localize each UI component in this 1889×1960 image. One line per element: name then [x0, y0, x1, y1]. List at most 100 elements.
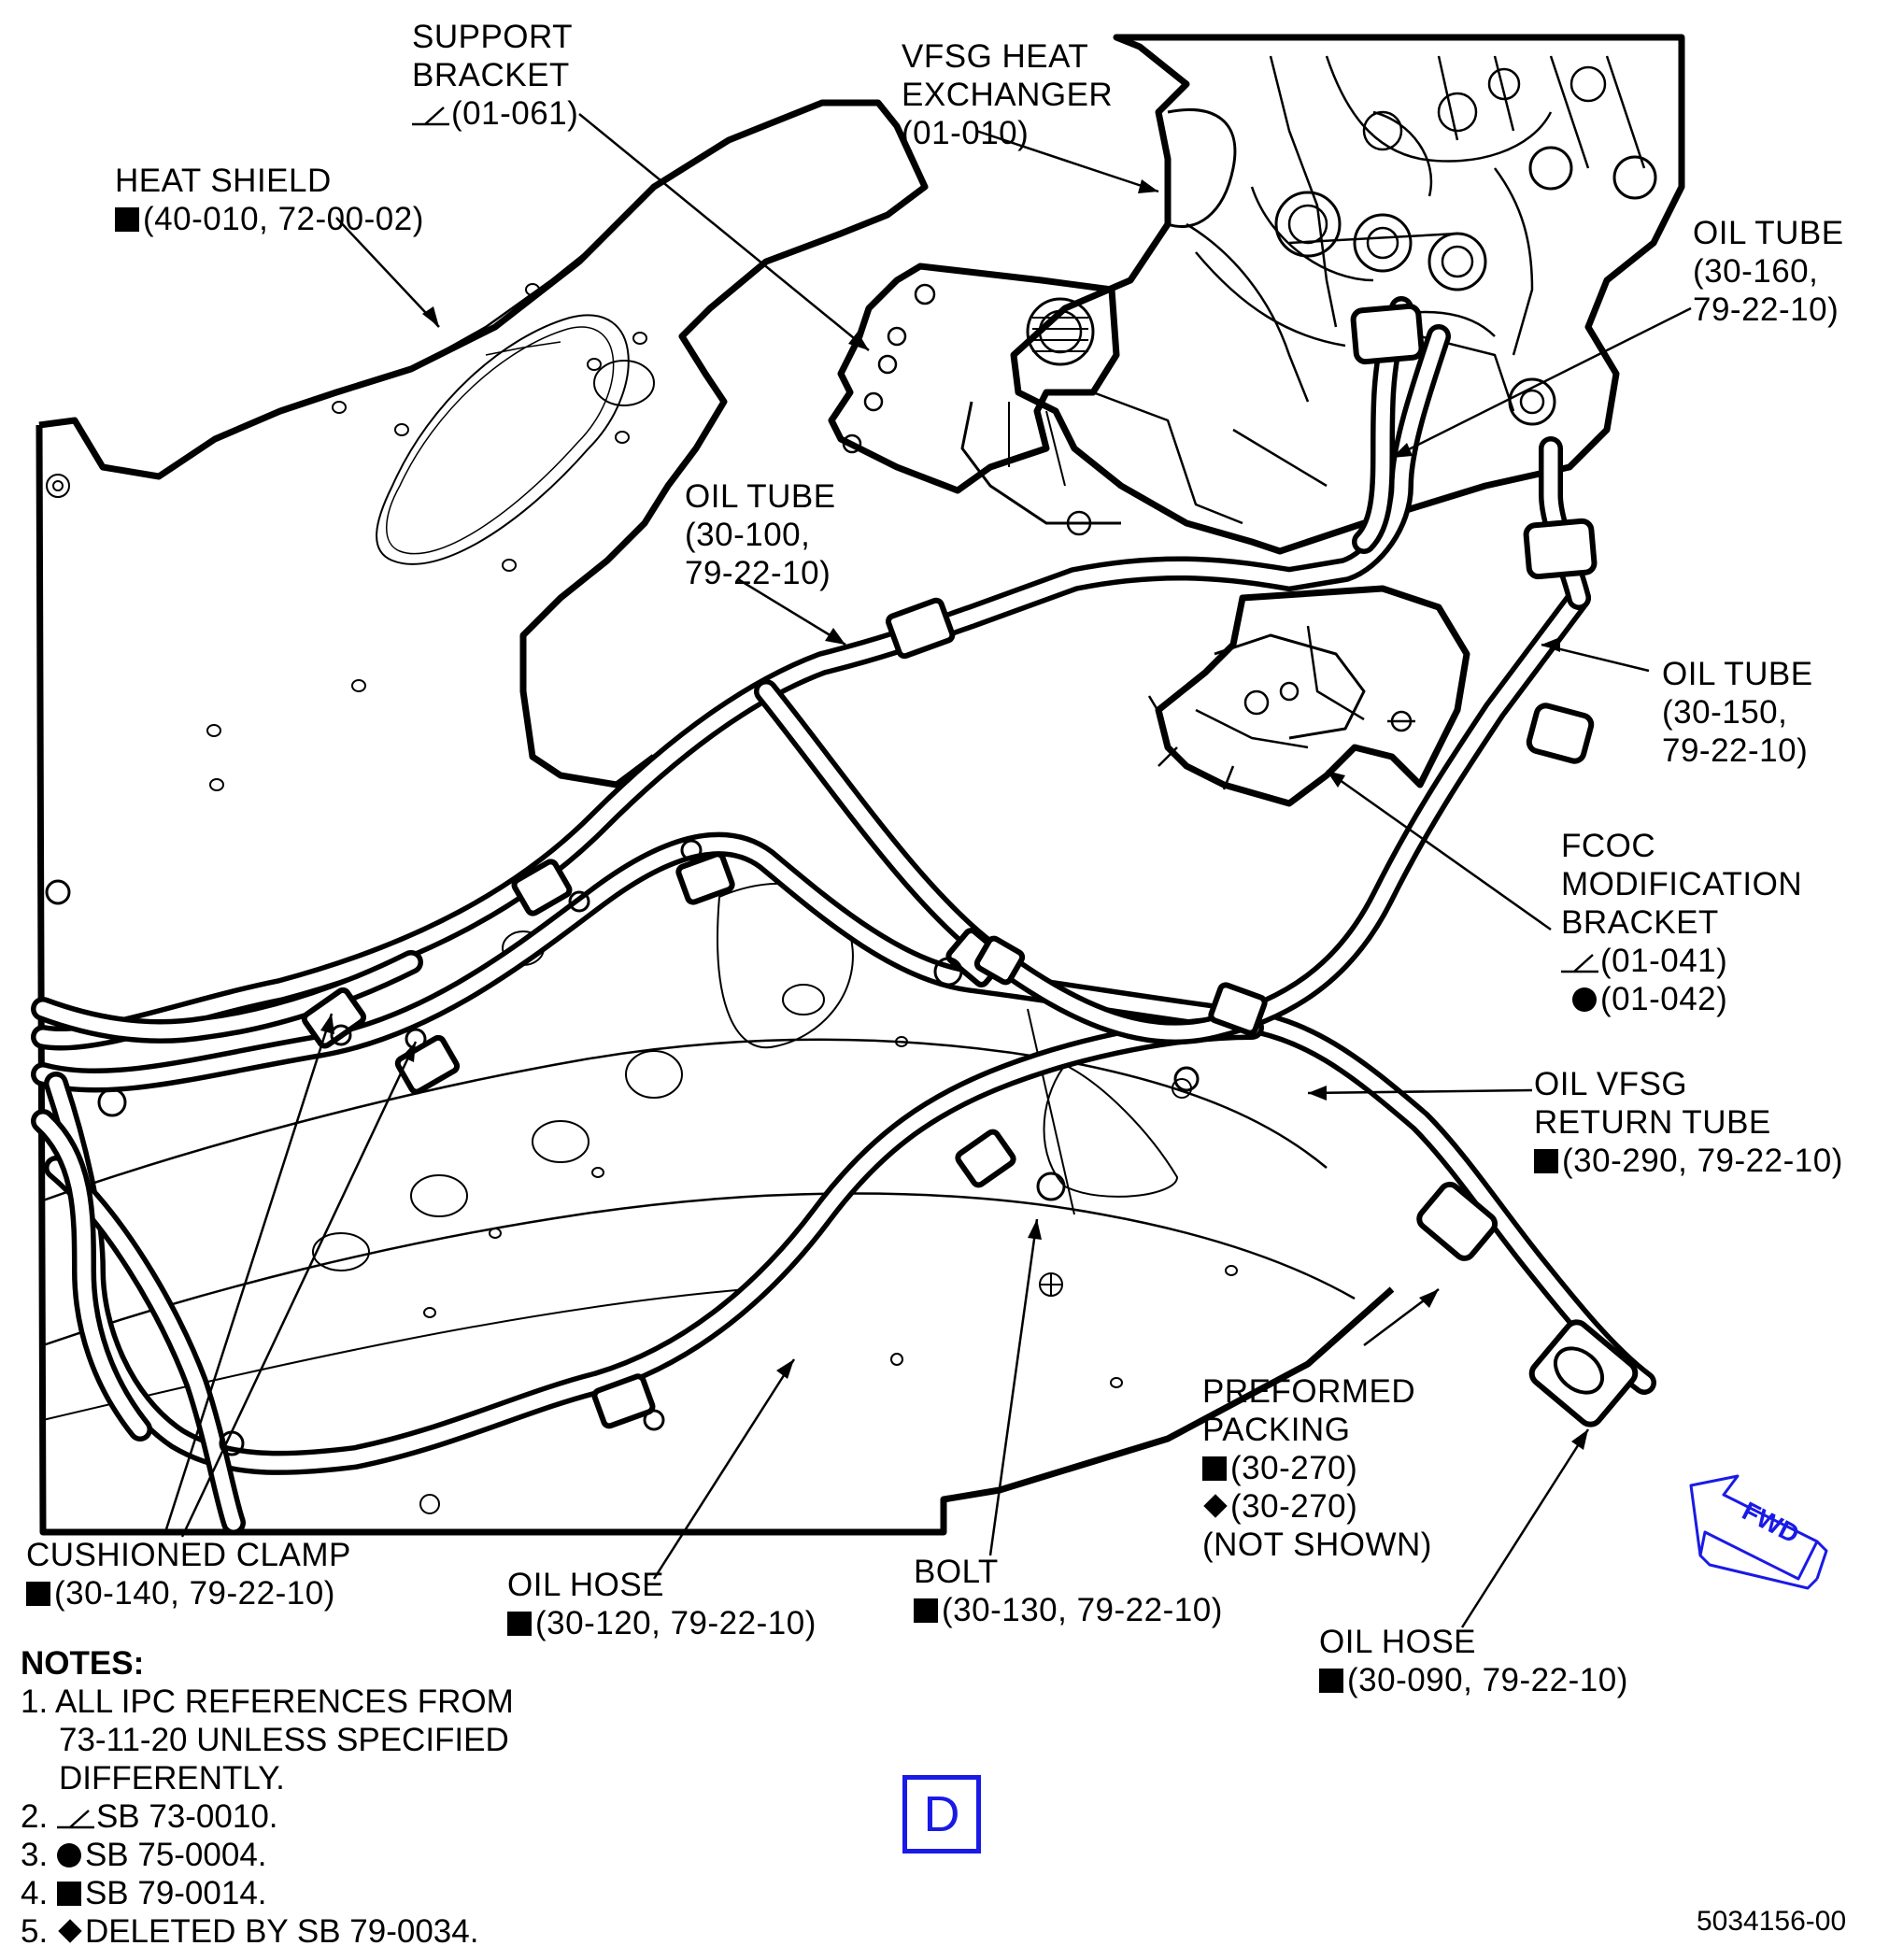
tubes — [31, 296, 1656, 1535]
preformed-packing-line2: PACKING — [1202, 1412, 1351, 1448]
vfsg-heat-exchanger-label: VFSG HEAT EXCHANGER (01-010) — [902, 37, 1113, 152]
sb-79-0014-square-icon — [1319, 1669, 1343, 1693]
note-2: 2. SB 73-0010. — [21, 1797, 514, 1836]
note-2-text: SB 73-0010. — [95, 1798, 278, 1835]
lower-left-tubes — [31, 950, 423, 1442]
oil-vfsg-return-tube-line1: OIL VFSG — [1534, 1066, 1688, 1102]
oil-hose-30-120-label: OIL HOSE (30-120, 79-22-10) — [507, 1566, 817, 1642]
note-1-text-a: ALL IPC REFERENCES FROM — [55, 1683, 514, 1720]
note-4: 4. SB 79-0014. — [21, 1874, 514, 1912]
sb-73-0010-flag-icon — [56, 1809, 94, 1829]
oil-vfsg-return-tube-label: OIL VFSG RETURN TUBE (30-290, 79-22-10) — [1534, 1065, 1843, 1180]
oil-hose-30-120-ref: (30-120, 79-22-10) — [535, 1605, 817, 1641]
support-bracket-ref: (01-061) — [451, 95, 579, 132]
oil-tube-30-150-line1: OIL TUBE — [1662, 656, 1813, 692]
bolt-ref: (30-130, 79-22-10) — [942, 1592, 1223, 1628]
vfsg-heat-exchanger — [1010, 34, 1685, 555]
support-bracket-label-line2: BRACKET — [412, 57, 570, 93]
vfsg-heat-exchanger-line1: VFSG HEAT — [902, 38, 1089, 75]
oil-tube-30-150-line2: (30-150, — [1662, 694, 1788, 731]
oil-hose-30-120-line1: OIL HOSE — [507, 1567, 665, 1603]
oil-tube-30-100-line1: OIL TUBE — [685, 478, 836, 515]
oil-tube-30-160-label: OIL TUBE (30-160, 79-22-10) — [1693, 214, 1844, 329]
fcoc-bracket-line3: BRACKET — [1561, 904, 1719, 941]
document-number: 5034156-00 — [1697, 1906, 1847, 1937]
fittings — [301, 303, 1639, 1429]
cushioned-clamp-line1: CUSHIONED CLAMP — [26, 1537, 351, 1573]
notes-heading: NOTES: — [21, 1645, 145, 1682]
engine-case — [42, 883, 1356, 1514]
sb-73-0010-flag-icon — [412, 106, 449, 126]
fwd-arrow-icon — [1689, 1474, 1828, 1590]
note-4-text: SB 79-0014. — [84, 1875, 267, 1911]
heat-shield — [36, 99, 1395, 1536]
sb-79-0034-diamond-icon — [58, 1919, 82, 1943]
note-1-text-b: 73-11-20 UNLESS SPECIFIED — [59, 1722, 509, 1758]
oil-tube-30-160-line3: 79-22-10) — [1693, 291, 1839, 328]
note-2-number: 2. — [21, 1798, 49, 1835]
vfsg-heat-exchanger-ref: (01-010) — [902, 115, 1030, 151]
oil-hose-30-120 — [31, 831, 1656, 1395]
fcoc-modification-bracket — [1147, 585, 1470, 807]
vfsg-heat-exchanger-line2: EXCHANGER — [902, 77, 1114, 113]
view-letter-box: D — [902, 1775, 981, 1853]
bolt-label: BOLT (30-130, 79-22-10) — [914, 1553, 1223, 1629]
oil-vfsg-return-tube-ref: (30-290, 79-22-10) — [1562, 1143, 1843, 1179]
oil-tube-30-160-line1: OIL TUBE — [1693, 215, 1844, 251]
sb-79-0014-square-icon — [1534, 1149, 1558, 1173]
sb-73-0010-flag-icon — [1561, 953, 1598, 973]
fcoc-bracket-line2: MODIFICATION — [1561, 866, 1803, 902]
oil-tube-30-100-label: OIL TUBE (30-100, 79-22-10) — [685, 477, 836, 592]
note-1: 1. ALL IPC REFERENCES FROM — [21, 1683, 514, 1721]
leader-arrowheads — [320, 179, 1588, 1450]
preformed-packing-ref2: (30-270) — [1230, 1488, 1358, 1525]
oil-tube-30-100-line3: 79-22-10) — [685, 555, 831, 591]
sb-79-0014-square-icon — [56, 1882, 81, 1906]
fcoc-bracket-ref2: (01-042) — [1600, 981, 1728, 1017]
sb-75-0004-circle-icon — [56, 1843, 81, 1868]
oil-tube-30-100-line2: (30-100, — [685, 517, 811, 553]
oil-tube-30-100 — [31, 324, 1451, 1051]
cushioned-clamp-label: CUSHIONED CLAMP (30-140, 79-22-10) — [26, 1536, 351, 1612]
sb-79-0014-square-icon — [26, 1582, 50, 1606]
note-1-text-c: DIFFERENTLY. — [59, 1760, 285, 1797]
heat-shield-holes — [46, 283, 655, 791]
oil-vfsg-return-tube-line2: RETURN TUBE — [1534, 1104, 1771, 1141]
note-1-number: 1. — [21, 1683, 49, 1720]
fcoc-bracket-line1: FCOC — [1561, 828, 1656, 864]
oil-tube-30-150-label: OIL TUBE (30-150, 79-22-10) — [1662, 655, 1813, 770]
note-5: 5. DELETED BY SB 79-0034. — [21, 1912, 514, 1951]
preformed-packing-label: PREFORMED PACKING (30-270) (30-270) (NOT… — [1202, 1372, 1432, 1564]
sb-79-0014-square-icon — [914, 1598, 938, 1623]
oil-hose-30-090-line1: OIL HOSE — [1319, 1624, 1477, 1660]
note-5-number: 5. — [21, 1913, 49, 1950]
sb-79-0034-diamond-icon — [1203, 1494, 1228, 1518]
cushioned-clamp-ref: (30-140, 79-22-10) — [54, 1575, 335, 1612]
fcoc-bracket-label: FCOC MODIFICATION BRACKET (01-041) (01-0… — [1561, 827, 1802, 1018]
heat-shield-ref: (40-010, 72-00-02) — [143, 201, 424, 237]
heat-shield-label: HEAT SHIELD (40-010, 72-00-02) — [115, 162, 424, 238]
clamp-bolts — [45, 839, 1200, 1456]
sb-79-0014-square-icon — [115, 207, 139, 232]
sb-79-0014-square-icon — [507, 1612, 532, 1636]
sb-75-0004-circle-icon — [1572, 987, 1597, 1012]
fcoc-bracket-ref1: (01-041) — [1600, 943, 1728, 979]
note-4-number: 4. — [21, 1875, 49, 1911]
preformed-packing-ref1: (30-270) — [1230, 1450, 1358, 1486]
preformed-packing-line1: PREFORMED — [1202, 1373, 1416, 1410]
oil-hose-30-090-ref: (30-090, 79-22-10) — [1347, 1662, 1628, 1698]
heat-shield-line1: HEAT SHIELD — [115, 163, 332, 199]
oil-tube-30-160-line2: (30-160, — [1693, 253, 1819, 290]
oil-vfsg-return-tube — [44, 586, 1591, 1535]
notes-block: NOTES: 1. ALL IPC REFERENCES FROM 73-11-… — [21, 1644, 514, 1951]
sb-79-0014-square-icon — [1202, 1456, 1227, 1481]
bolt-line1: BOLT — [914, 1554, 999, 1590]
support-bracket-label-line1: SUPPORT — [412, 19, 574, 55]
preformed-packing-not-shown: (NOT SHOWN) — [1202, 1527, 1432, 1563]
note-3: 3. SB 75-0004. — [21, 1836, 514, 1874]
note-3-text: SB 75-0004. — [84, 1837, 267, 1873]
note-3-number: 3. — [21, 1837, 49, 1873]
leader-lines — [163, 113, 1692, 1628]
oil-hose-30-090-label: OIL HOSE (30-090, 79-22-10) — [1319, 1623, 1628, 1699]
